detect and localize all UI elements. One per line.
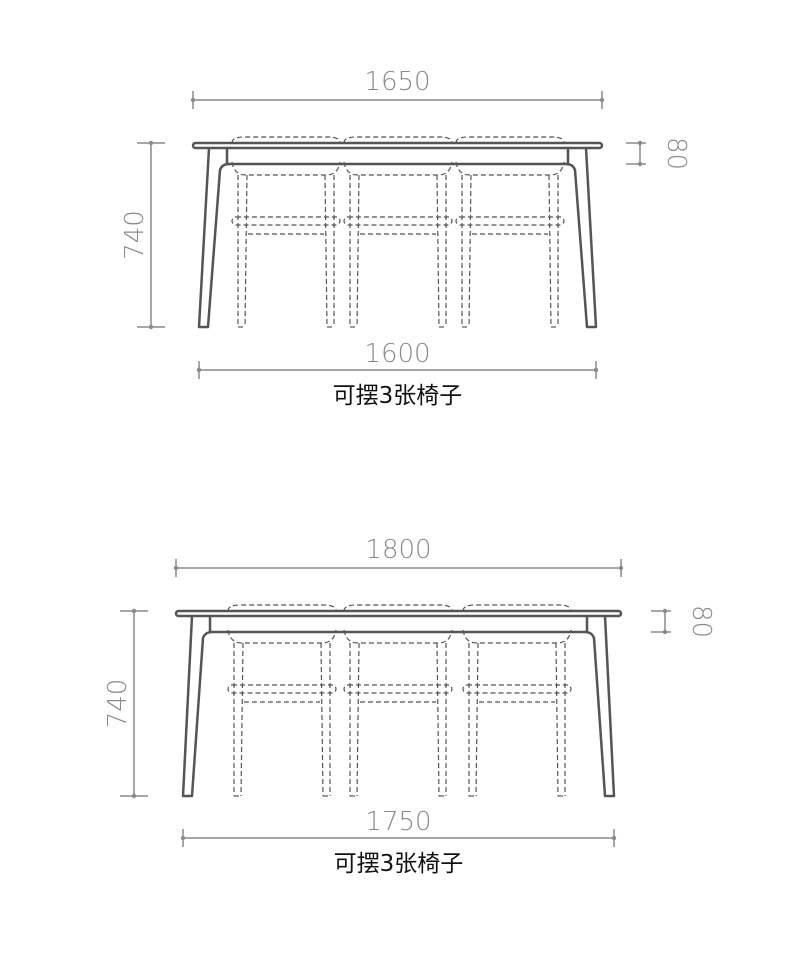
dimension-dot: [611, 835, 617, 841]
table: [191, 141, 604, 329]
thickness-label: 80: [661, 137, 691, 170]
dimension-dot: [662, 629, 668, 635]
table-top: [191, 141, 604, 150]
dimension-dot: [173, 565, 179, 571]
chair-back: [231, 136, 341, 144]
chair-seat: [231, 161, 341, 176]
dimension-dot: [148, 324, 154, 330]
dimension-dot: [662, 608, 668, 614]
chair-leg: [436, 174, 440, 328]
table-leg-right: [565, 147, 598, 329]
chair-leg: [468, 174, 472, 328]
dimension-dot: [190, 97, 196, 103]
chair-stretcher: [462, 684, 572, 694]
table-leg-left: [181, 615, 213, 798]
chair-leg: [320, 642, 324, 797]
table-top: [174, 609, 623, 618]
chair-seat: [455, 161, 565, 176]
chair-leg: [324, 174, 328, 328]
chair-back: [343, 604, 453, 612]
chair-back: [227, 604, 337, 612]
dimension-label: 1650: [364, 67, 430, 97]
chair-leg: [240, 642, 244, 797]
chair: [455, 136, 565, 328]
dimension-dot: [637, 140, 643, 146]
dimension-dot: [637, 161, 643, 167]
caption: 可摆3张椅子: [333, 383, 463, 409]
table-1600: 1650 1600 740 80 可摆3张椅子: [120, 67, 691, 409]
dimension-label: 1800: [365, 535, 431, 565]
chair-leg: [244, 174, 248, 328]
chair-stretcher: [343, 216, 453, 226]
chair-seat: [462, 629, 572, 644]
chair-back: [343, 136, 453, 144]
height-label: 740: [103, 679, 133, 729]
chair-leg: [475, 642, 479, 797]
chair-stretcher: [455, 216, 565, 226]
chair: [462, 604, 572, 797]
table-apron: [225, 148, 570, 166]
caption: 可摆3张椅子: [334, 851, 464, 877]
table-leg-right: [584, 615, 616, 798]
dimension-dot: [196, 367, 202, 373]
chair-leg: [548, 174, 552, 328]
chair-seat: [343, 161, 453, 176]
dimension-label: 1750: [365, 807, 431, 837]
chair-leg: [356, 174, 360, 328]
chair: [343, 604, 453, 797]
chair-seat: [343, 629, 453, 644]
chair-back: [462, 604, 572, 612]
table-leg-left: [197, 147, 230, 329]
chair-stretcher: [343, 684, 453, 694]
chair-leg: [436, 642, 440, 797]
chair-leg: [555, 642, 559, 797]
dimension-dot: [148, 140, 154, 146]
chair-stretcher: [231, 216, 341, 226]
chair-seat: [227, 629, 337, 644]
table-apron: [208, 616, 589, 634]
dimension-dot: [593, 367, 599, 373]
height-label: 740: [120, 210, 150, 260]
chair: [227, 604, 337, 797]
chair-back: [455, 136, 565, 144]
chair-stretcher: [227, 684, 337, 694]
thickness-label: 80: [686, 605, 716, 638]
dimension-label: 1600: [364, 339, 430, 369]
table: [174, 609, 623, 798]
chair: [343, 136, 453, 328]
dimension-dot: [618, 565, 624, 571]
table-1750: 1800 1750 740 80 可摆3张椅子: [103, 535, 716, 877]
dimension-dot: [131, 793, 137, 799]
dimension-dot: [599, 97, 605, 103]
chair: [231, 136, 341, 328]
dimension-dot: [131, 608, 137, 614]
chair-leg: [356, 642, 360, 797]
dimension-dot: [180, 835, 186, 841]
